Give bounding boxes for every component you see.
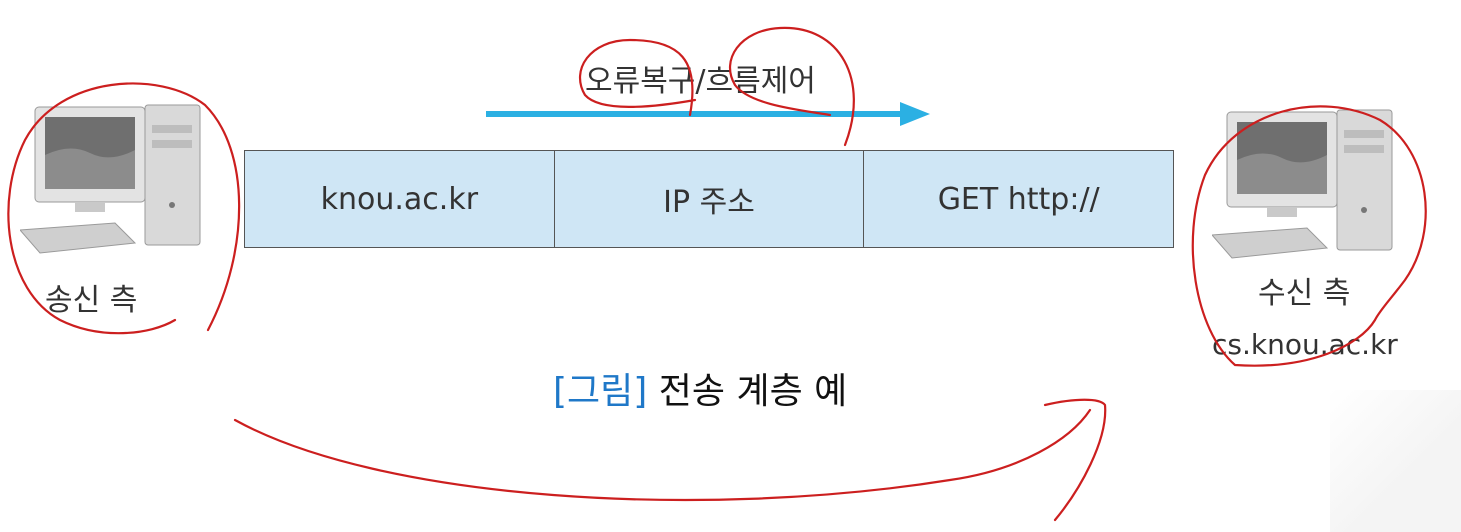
caption-text: 전송 계층 예 bbox=[658, 371, 848, 412]
background-smudge bbox=[1330, 390, 1461, 532]
segment-cell-host: knou.ac.kr bbox=[245, 151, 555, 247]
arrow-label: 오류복구/흐름제어 bbox=[585, 64, 816, 99]
segment-box: knou.ac.kr IP 주소 GET http:// bbox=[244, 150, 1174, 248]
sender-label: 송신 측 bbox=[45, 283, 138, 318]
figure-caption: [그림] 전송 계층 예 bbox=[553, 362, 847, 414]
receiver-computer-icon bbox=[1212, 109, 1393, 259]
receiver-label: 수신 측 bbox=[1258, 276, 1351, 311]
sender-computer-icon bbox=[20, 104, 201, 254]
caption-tag: [그림] bbox=[553, 371, 648, 412]
receiver-host: cs.knou.ac.kr bbox=[1212, 328, 1398, 361]
segment-cell-ip: IP 주소 bbox=[555, 151, 865, 247]
segment-cell-request: GET http:// bbox=[937, 181, 1100, 217]
